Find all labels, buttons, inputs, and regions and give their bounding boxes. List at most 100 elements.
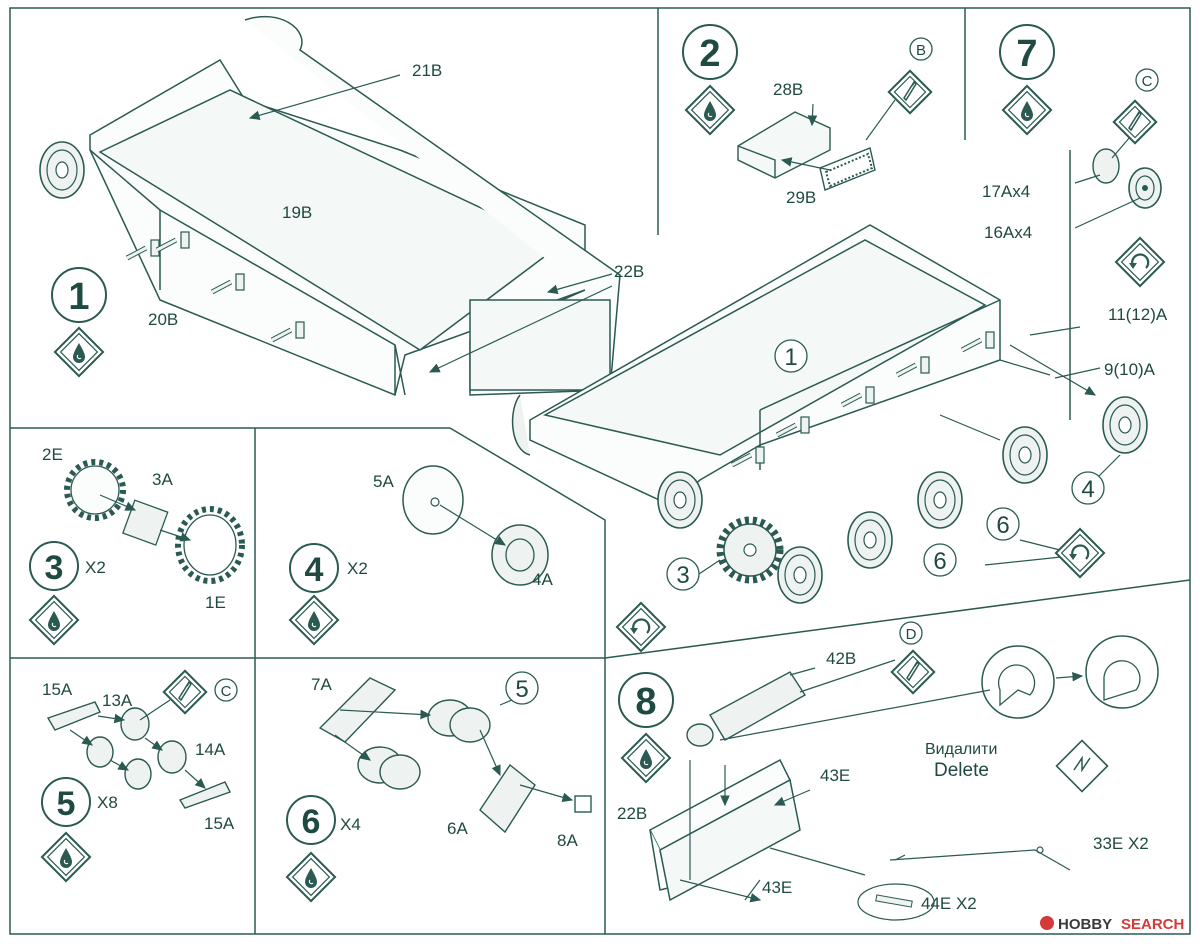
hull-assembly-drawing: [511, 224, 1001, 506]
svg-text:5: 5: [515, 676, 528, 703]
callout-4: 4: [1071, 471, 1105, 505]
decal-diamond-icon: [1055, 739, 1109, 793]
step-4-arrows: [439, 504, 507, 546]
sprocket-drawing: [720, 520, 780, 580]
part-42b-label: 42B: [826, 649, 856, 668]
step-3-badge: 3: [29, 541, 79, 591]
part-43e-label-upper: 43E: [820, 766, 850, 785]
part-21b-label: 21B: [412, 61, 442, 80]
delete-diagram: [981, 635, 1159, 719]
sprue-d-letter: D: [906, 626, 917, 643]
glue-drop-icon: [40, 831, 92, 883]
panel-frames: [9, 7, 1191, 935]
step-7-arrows: [1074, 136, 1141, 229]
part-28b-label: 28B: [773, 80, 803, 99]
step-5-arrows: [69, 699, 206, 789]
part-7a-label: 7A: [311, 675, 332, 694]
part-43e-label-lower: 43E: [762, 878, 792, 897]
glue-drop-icon: [285, 851, 337, 903]
step-3-panel: 2E 3A 1E 3 X2: [28, 445, 245, 646]
delete-text-english: Delete: [934, 760, 989, 781]
step-3-quantity: X2: [85, 558, 106, 577]
step-3-number: 3: [45, 549, 64, 587]
rotate-arrow-icon: [1114, 236, 1166, 288]
step-4-panel: 5A 4A 4 X2: [288, 465, 553, 646]
step-6-number: 6: [302, 803, 321, 841]
svg-text:1: 1: [784, 344, 797, 371]
part-4a-label: 4A: [532, 570, 553, 589]
part-11-12a-label: 11(12)A: [1108, 305, 1168, 324]
glue-drop-icon: [28, 594, 80, 646]
step-8-badge: 8: [618, 672, 674, 728]
callout-1: 1: [774, 339, 808, 373]
part-8a-label: 8A: [557, 831, 578, 850]
step-1-number: 1: [68, 276, 89, 318]
sprocket-parts-drawing: [64, 459, 245, 584]
step-4-badge: 4: [289, 543, 339, 593]
part-3a-label: 3A: [152, 470, 173, 489]
part-17a-label: 17Ax4: [982, 182, 1030, 201]
bracket-44e-drawing: [857, 883, 935, 921]
svg-text:3: 3: [676, 562, 689, 589]
drive-wheel-drawing: [39, 141, 85, 199]
main-assembly-panel: 1 3 4 6 6 11(12)A 9(10)A: [511, 224, 1168, 653]
part-19b-label: 19B: [282, 203, 312, 222]
svg-text:6: 6: [933, 548, 946, 575]
sprue-c-letter: C: [1142, 73, 1153, 90]
part-14a-label: 14A: [195, 740, 226, 759]
part-22b-label: 22B: [614, 262, 644, 281]
callout-3: 3: [666, 557, 700, 591]
glue-drop-icon: [684, 84, 736, 136]
callout-6-lower: 6: [923, 543, 957, 577]
sprue-d-marker: D: [899, 621, 923, 645]
step-3-arrows: [99, 494, 192, 542]
part-33e-label: 33E X2: [1093, 834, 1149, 853]
cover-28b-drawing: [737, 111, 831, 179]
part-2e-label: 2E: [42, 445, 63, 464]
part-44e-label: 44E X2: [921, 894, 977, 913]
rotate-arrow-icon: [615, 601, 667, 653]
sprue-c-letter: C: [221, 683, 232, 700]
step-1-arrows: [248, 74, 613, 373]
step-8-panel: 8 D Видалити Delete: [617, 621, 1159, 921]
step-4-quantity: X2: [347, 559, 368, 578]
hobby-knife-icon: [162, 669, 208, 715]
idler-wheel-drawing: [657, 471, 703, 529]
step-1-panel: 21B 19B 20B 22B 1: [39, 15, 644, 397]
step-2-arrows: [780, 99, 896, 171]
svg-text:6: 6: [996, 512, 1009, 539]
step-7-panel: 7 C 17Ax4 16Ax4: [982, 24, 1166, 288]
svg-text:4: 4: [1081, 476, 1094, 503]
hull-tub-drawing: [89, 15, 621, 397]
sprue-c-marker: C: [1135, 68, 1159, 92]
glue-drop-icon: [288, 594, 340, 646]
watermark-brand: HOBBY: [1058, 916, 1112, 933]
step-5-badge: 5: [41, 777, 91, 827]
step-8-number: 8: [635, 681, 656, 723]
part-15a-label-lower: 15A: [204, 814, 235, 833]
bogie-assembly-drawing: [318, 677, 592, 834]
step-1-badge: 1: [51, 267, 107, 323]
hobby-knife-icon: [887, 69, 933, 115]
delete-text-ukrainian: Видалити: [925, 741, 997, 758]
step-6-quantity: X4: [340, 815, 361, 834]
part-22b-label-step8: 22B: [617, 804, 647, 823]
callout-6-upper: 6: [986, 507, 1020, 541]
rotate-arrow-icon: [1054, 527, 1106, 579]
step-2-panel: 2 B 28B 29B: [682, 24, 933, 207]
watermark-suffix: SEARCH: [1121, 916, 1184, 933]
step-2-number: 2: [699, 33, 720, 75]
part-6a-label: 6A: [447, 819, 468, 838]
sprue-b-letter: B: [916, 42, 926, 59]
step-8-arrows: [679, 659, 991, 903]
step-4-number: 4: [305, 551, 324, 589]
step-7-badge: 7: [999, 24, 1055, 80]
bogie-wheels-drawing: [46, 701, 231, 809]
step-6-panel: 5 7A 6A 8A 6 X4: [285, 671, 592, 903]
part-13a-label: 13A: [102, 691, 133, 710]
muffler-42b-drawing: [686, 667, 816, 747]
step-6-arrows: [334, 699, 574, 802]
part-1e-label: 1E: [205, 593, 226, 612]
part-15a-label-upper: 15A: [42, 680, 73, 699]
